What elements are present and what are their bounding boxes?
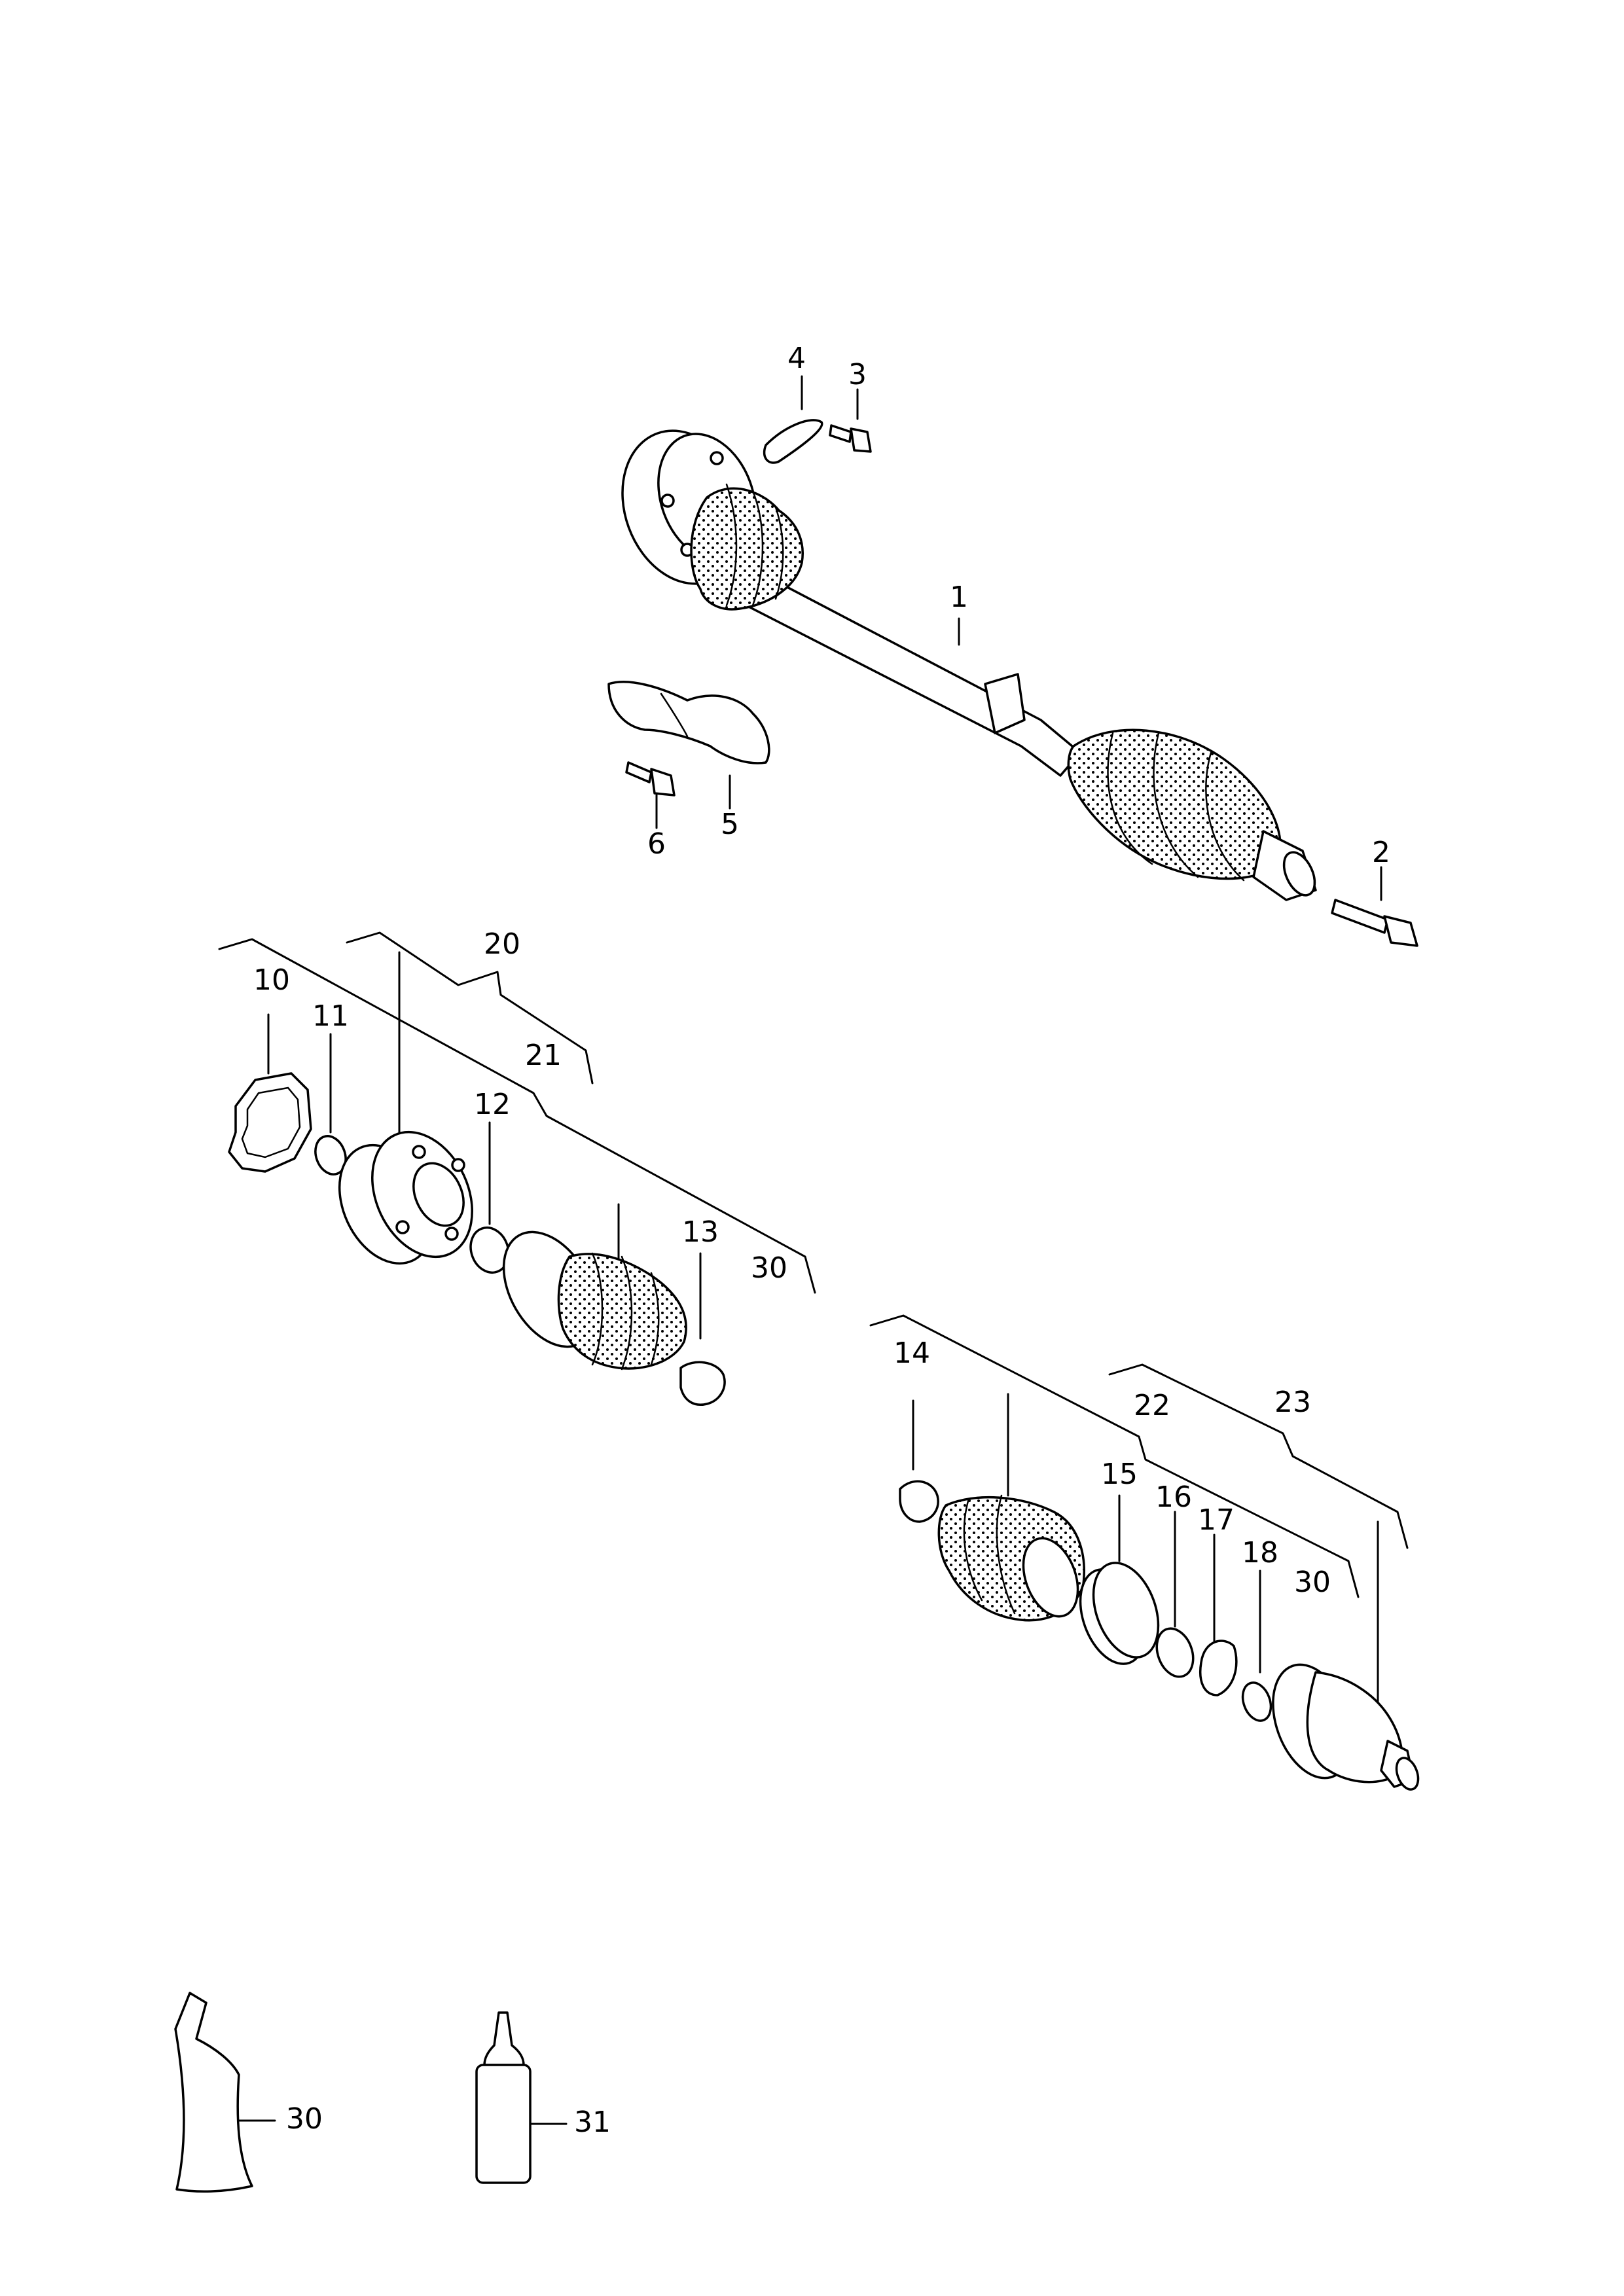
part-13-clamp	[679, 1361, 726, 1406]
label-1: 1	[950, 581, 968, 614]
bracket-23	[1108, 1363, 1409, 1549]
driveshaft-assembly	[621, 429, 1317, 901]
label-22: 22	[1134, 1389, 1170, 1422]
label-18: 18	[1242, 1536, 1278, 1570]
label-13: 13	[682, 1215, 719, 1249]
label-3: 3	[848, 358, 867, 391]
label-17: 17	[1198, 1503, 1235, 1537]
part-5-heat-shield	[607, 681, 770, 810]
part-20-joint-housing	[338, 1130, 473, 1265]
label-21: 21	[525, 1039, 562, 1072]
label-30-tube: 30	[286, 2102, 323, 2136]
label-16: 16	[1155, 1480, 1192, 1514]
part-6-screw	[625, 761, 676, 829]
part-3-screw	[829, 388, 872, 453]
label-30-lower: 30	[1294, 1566, 1331, 1599]
label-10: 10	[253, 963, 290, 997]
bracket-kit-30-upper	[218, 938, 816, 1294]
part-30-grease-tube	[174, 1992, 276, 2193]
bracket-20	[346, 931, 594, 1085]
part-12-ring	[469, 1226, 510, 1274]
part-16-ring	[1155, 1627, 1195, 1678]
label-31: 31	[574, 2106, 611, 2139]
part-18-circlip	[1241, 1681, 1272, 1722]
label-2: 2	[1372, 836, 1390, 869]
part-21-boot	[502, 1230, 687, 1371]
part-23-joint	[1272, 1663, 1420, 1791]
inner-boot	[690, 487, 804, 611]
part-2-bolt	[1331, 866, 1418, 947]
part-11-circlip	[314, 1135, 347, 1175]
label-30-upper: 30	[751, 1251, 787, 1285]
label-14: 14	[893, 1336, 930, 1370]
label-23: 23	[1274, 1386, 1311, 1419]
part-14-clamp	[899, 1480, 939, 1523]
part-15-band-clamp	[1079, 1562, 1160, 1665]
part-22-boot	[937, 1494, 1085, 1622]
part-10-gasket	[228, 1072, 312, 1173]
part-17-dished-washer	[1199, 1640, 1238, 1696]
label-12: 12	[474, 1088, 511, 1121]
label-6: 6	[647, 827, 666, 861]
bracket-22	[869, 1314, 1360, 1598]
label-15: 15	[1101, 1458, 1138, 1491]
label-11: 11	[312, 999, 349, 1033]
part-31-sealant-bottle	[475, 2011, 568, 2184]
label-20: 20	[484, 927, 520, 961]
label-4: 4	[787, 342, 806, 375]
label-5: 5	[721, 808, 739, 841]
part-4-clip	[763, 375, 823, 464]
outer-boot	[1067, 728, 1282, 880]
